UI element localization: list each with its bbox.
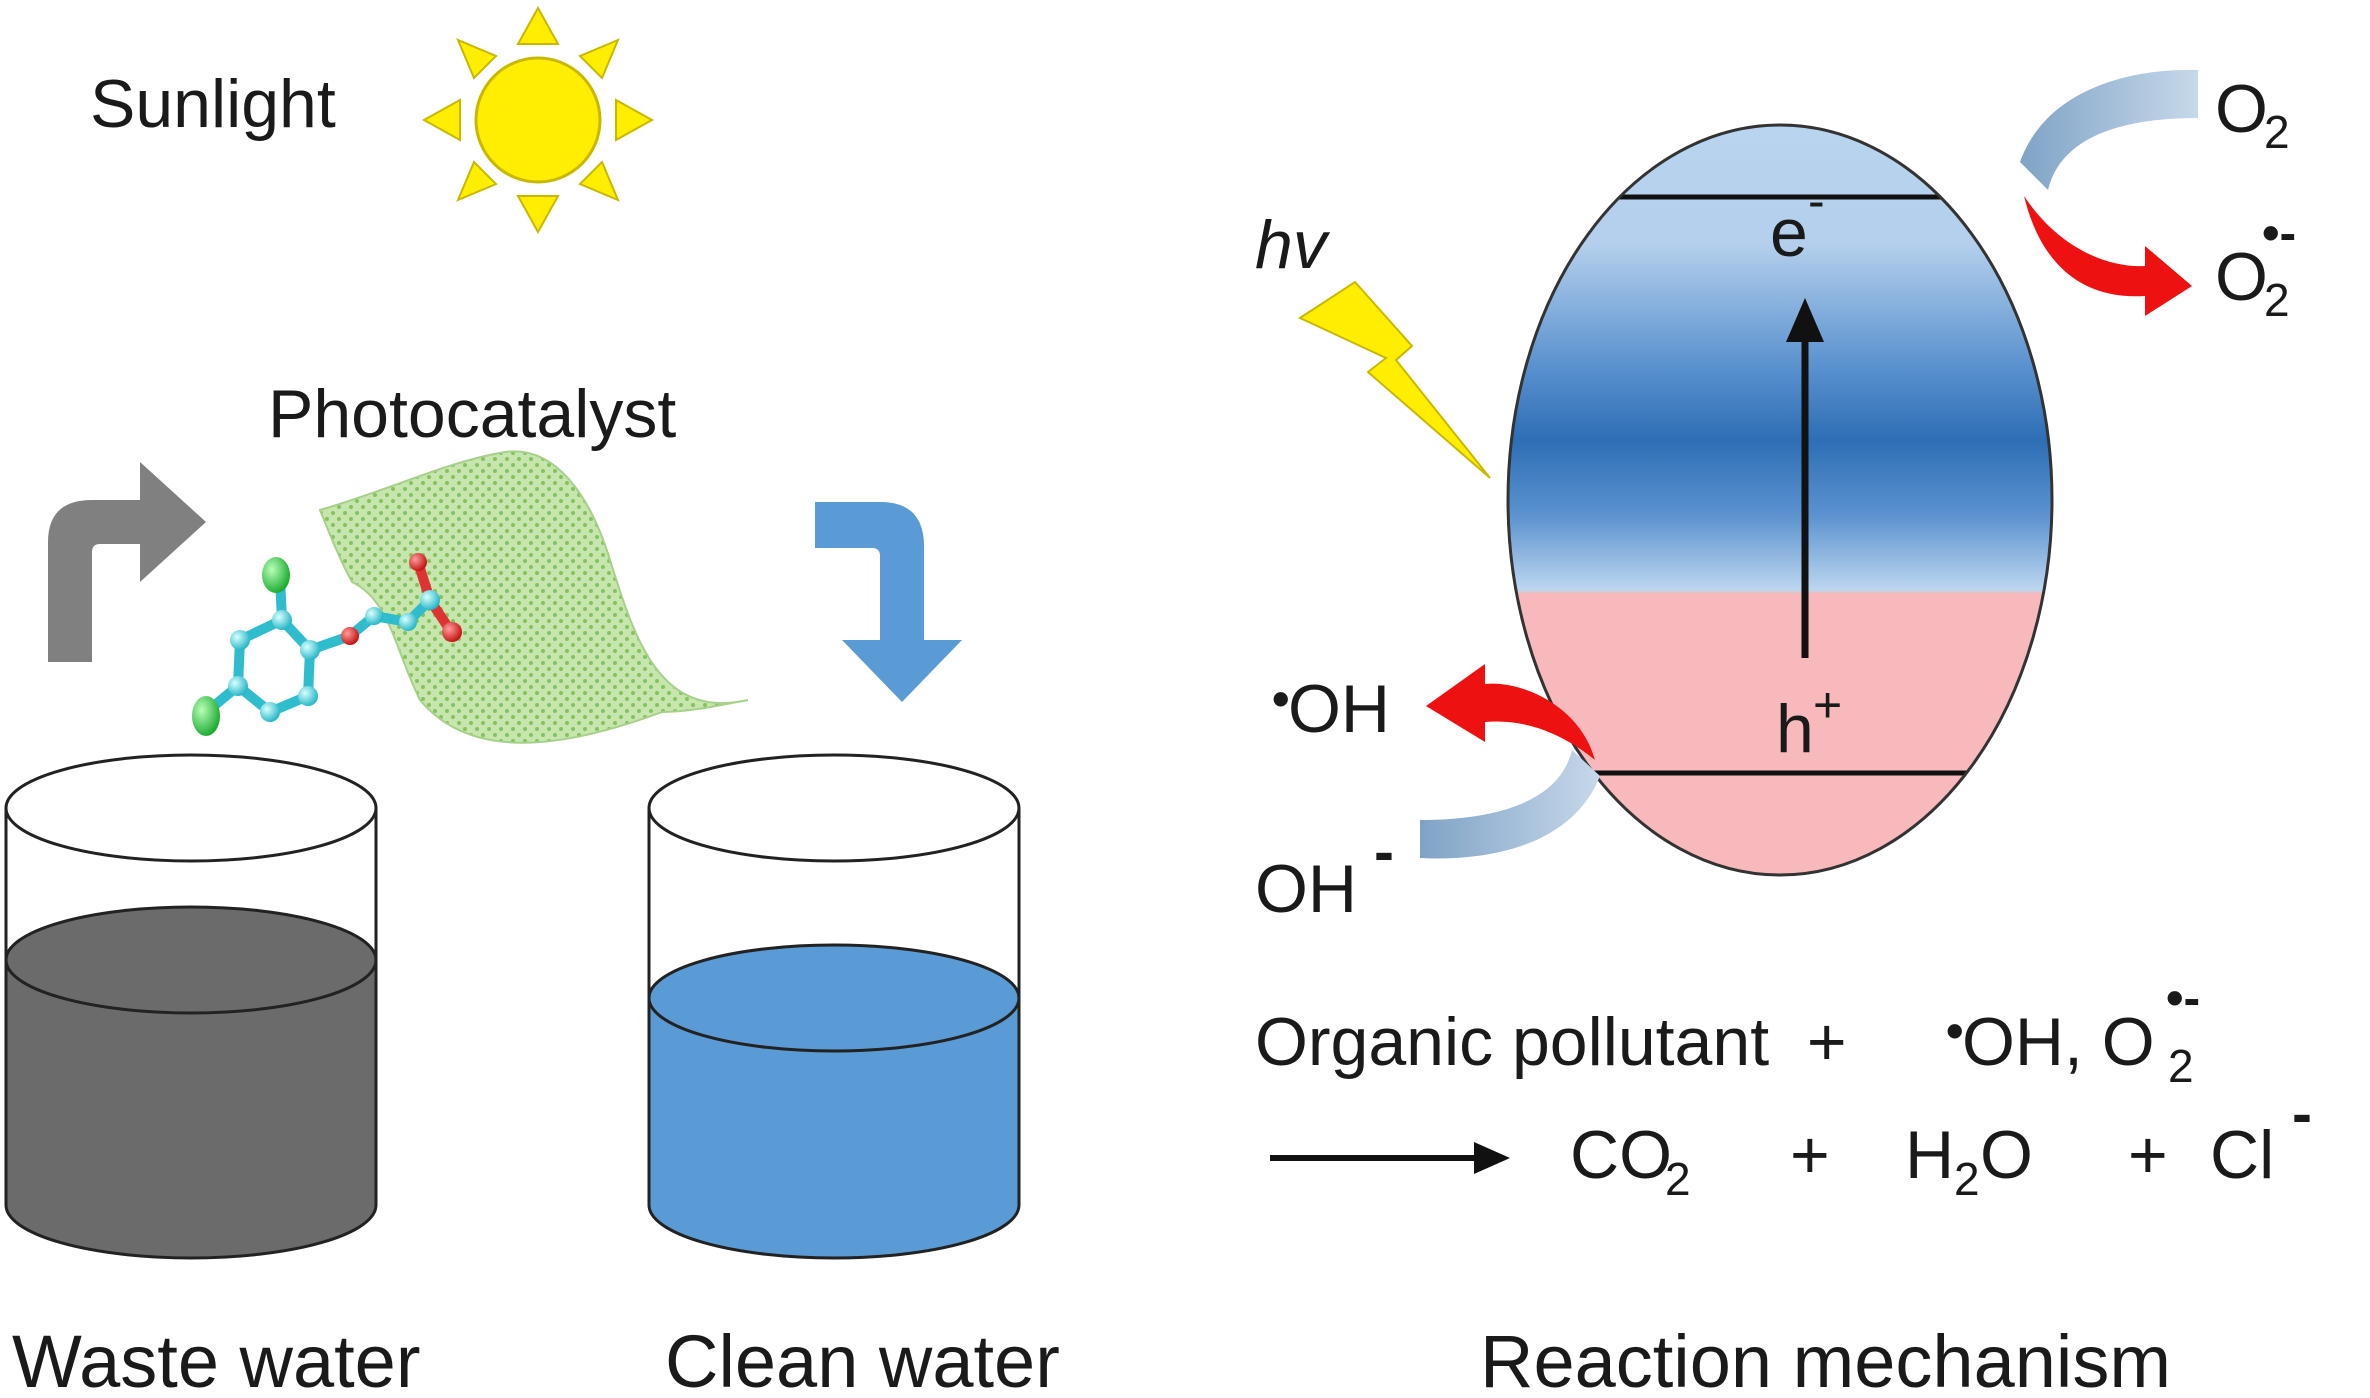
clean-water-label: Clean water (665, 1320, 1060, 1398)
electron-label: e (1770, 195, 1808, 271)
o2-incoming-flow (2020, 69, 2198, 190)
waste-water-label: Waste water (12, 1320, 420, 1398)
electron-charge: - (1808, 173, 1825, 229)
equation-radicals-subscript: 2 (2168, 1040, 2194, 1092)
product-cl: Cl (2210, 1117, 2274, 1193)
reaction-arrow (1270, 1142, 1510, 1174)
oh-radical-dot: • (1272, 671, 1290, 727)
blue-bent-arrow (815, 502, 962, 702)
equation-radicals-superscript: •- (2166, 970, 2200, 1026)
oh-radical-label: OH (1288, 671, 1390, 747)
superoxide-subscript: 2 (2264, 274, 2290, 326)
superoxide-label: O (2215, 239, 2268, 315)
equation-plus-1: + (1790, 1117, 1830, 1193)
hv-label: hv (1255, 207, 1331, 283)
product-h2o-subscript: 2 (1954, 1153, 1980, 1205)
hole-label: h (1776, 691, 1814, 767)
product-h2o-o: O (1980, 1117, 2033, 1193)
superoxide-red-arrow (2024, 196, 2192, 316)
photocatalyst-particle (1506, 123, 2054, 877)
clean-water-beaker (647, 753, 1021, 1260)
photocatalyst-sheet (318, 450, 749, 744)
waste-water-beaker (4, 753, 378, 1260)
product-co2-subscript: 2 (1665, 1153, 1691, 1205)
equation-radicals: OH, O (1962, 1004, 2155, 1080)
hydroxide-label: OH (1255, 851, 1357, 927)
product-cl-charge: - (2292, 1080, 2312, 1147)
o2-subscript: 2 (2264, 106, 2290, 158)
product-co2: CO (1570, 1117, 1672, 1193)
hydroxide-charge: - (1374, 818, 1394, 885)
reaction-mechanism-label: Reaction mechanism (1480, 1320, 2171, 1398)
hole-charge: + (1813, 677, 1842, 733)
sunlight-label: Sunlight (90, 66, 336, 142)
reaction-equation: Organic pollutant + • OH, O 2 •- CO 2 + … (1255, 970, 2312, 1205)
product-h2o-h: H (1905, 1117, 1954, 1193)
grey-bent-arrow (48, 462, 206, 662)
excitation-arrow (1786, 298, 1824, 658)
hydroxide-incoming-flow (1420, 750, 1600, 859)
photocatalyst-label: Photocatalyst (268, 376, 676, 452)
equation-radical-dot: • (1946, 1003, 1964, 1059)
superoxide-superscript: •- (2262, 205, 2296, 261)
lightning-icon (1297, 280, 1491, 479)
o2-label: O (2215, 71, 2268, 147)
equation-plus-2: + (2128, 1117, 2168, 1193)
sun-icon (421, 5, 655, 235)
equation-reactant: Organic pollutant + (1255, 1004, 1847, 1080)
oh-radical-red-arrow (1426, 664, 1595, 760)
pollutant-molecule-icon (192, 553, 462, 736)
